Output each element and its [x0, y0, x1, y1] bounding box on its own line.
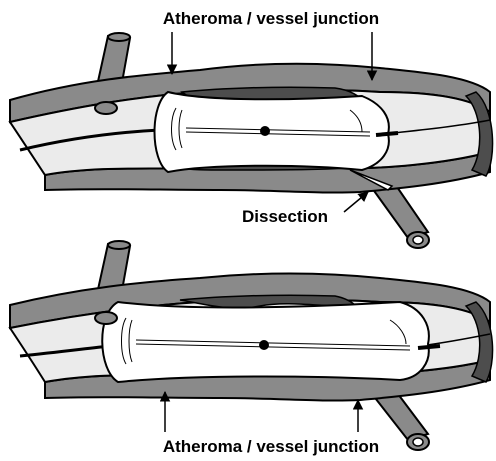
bottom-junction-label: Atheroma / vessel junction [163, 437, 379, 456]
dissection-arrow [344, 192, 368, 212]
lumen-ellipse [95, 102, 117, 114]
balloon-center-marker-2 [259, 340, 269, 350]
catheter-tip-2 [418, 346, 440, 348]
bottom-panel: Atheroma / vessel junction [10, 241, 493, 456]
lower-side-branch [372, 184, 428, 238]
lumen-ellipse-2 [95, 312, 117, 324]
catheter-tip [376, 133, 398, 135]
top-panel: Atheroma / vessel junction Dissection [10, 9, 493, 248]
top-junction-label: Atheroma / vessel junction [163, 9, 379, 28]
dissection-label: Dissection [242, 207, 328, 226]
balloon-center-marker [260, 126, 270, 136]
